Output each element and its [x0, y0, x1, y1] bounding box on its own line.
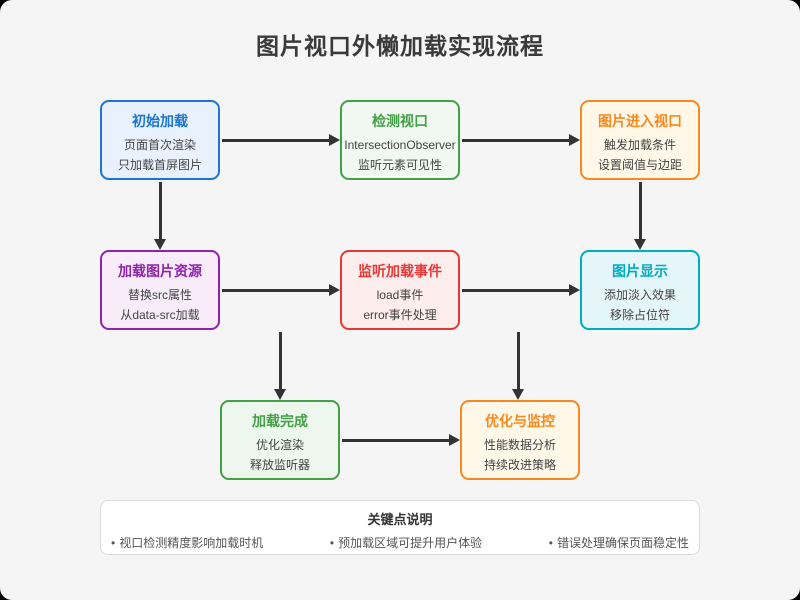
- node-line: 优化渲染: [255, 438, 304, 452]
- key-point-item: •错误处理确保页面稳定性: [549, 534, 689, 551]
- node-line: 设置阈值与边距: [597, 158, 682, 172]
- node-load-image-resource: 加载图片资源 替换src属性 从data-src加载: [100, 250, 220, 330]
- arrow-detect-to-enter: [462, 139, 569, 142]
- node-line: 添加淡入效果: [603, 288, 676, 302]
- arrow-resource-to-events: [222, 289, 329, 292]
- node-line: 从data-src加载: [120, 308, 200, 322]
- key-point-text: 错误处理确保页面稳定性: [556, 536, 689, 550]
- node-initial-load: 初始加载 页面首次渲染 只加载首屏图片: [100, 100, 220, 180]
- node-title: 加载完成: [252, 413, 308, 429]
- node-title: 检测视口: [372, 113, 428, 129]
- node-line: load事件: [376, 288, 424, 302]
- node-line: 移除占位符: [609, 308, 670, 322]
- node-title: 图片显示: [612, 263, 668, 279]
- node-line: error事件处理: [363, 308, 437, 322]
- node-detect-viewport: 检测视口 IntersectionObserver 监听元素可见性: [340, 100, 460, 180]
- node-line: IntersectionObserver: [344, 138, 456, 152]
- node-image-enter-viewport: 图片进入视口 触发加载条件 设置阈值与边距: [580, 100, 700, 180]
- key-point-item: •视口检测精度影响加载时机: [111, 534, 263, 551]
- node-line: 替换src属性: [128, 288, 192, 302]
- key-point-text: 视口检测精度影响加载时机: [119, 536, 264, 550]
- node-line: 监听元素可见性: [357, 158, 442, 172]
- bullet-icon: •: [111, 536, 116, 550]
- key-point-item: •预加载区域可提升用户体验: [330, 534, 482, 551]
- node-line: 释放监听器: [249, 458, 310, 472]
- arrow-to-optimize-monitor: [517, 332, 520, 389]
- bullet-icon: •: [329, 536, 335, 550]
- bullet-icon: •: [548, 536, 553, 550]
- arrow-initial-to-detect: [222, 139, 329, 142]
- node-line: 页面首次渲染: [123, 138, 196, 152]
- key-points-title: 关键点说明: [367, 512, 433, 527]
- arrow-enter-to-display: [639, 182, 642, 239]
- node-load-complete: 加载完成 优化渲染 释放监听器: [220, 400, 340, 480]
- arrow-complete-to-optimize: [342, 439, 449, 442]
- node-title: 初始加载: [132, 113, 188, 129]
- node-title: 加载图片资源: [118, 263, 202, 279]
- node-image-display: 图片显示 添加淡入效果 移除占位符: [580, 250, 700, 330]
- diagram-title: 图片视口外懒加载实现流程: [256, 33, 544, 59]
- node-line: 只加载首屏图片: [117, 158, 202, 172]
- node-optimize-monitor: 优化与监控 性能数据分析 持续改进策略: [460, 400, 580, 480]
- node-title: 监听加载事件: [358, 263, 442, 279]
- key-points-panel: 关键点说明 •视口检测精度影响加载时机 •预加载区域可提升用户体验 •错误处理确…: [100, 500, 700, 555]
- node-listen-load-events: 监听加载事件 load事件 error事件处理: [340, 250, 460, 330]
- node-line: 持续改进策略: [483, 458, 556, 472]
- node-line: 性能数据分析: [483, 438, 556, 452]
- node-title: 优化与监控: [485, 413, 555, 429]
- node-line: 触发加载条件: [603, 138, 676, 152]
- key-points-row: •视口检测精度影响加载时机 •预加载区域可提升用户体验 •错误处理确保页面稳定性: [111, 534, 689, 551]
- key-point-text: 预加载区域可提升用户体验: [338, 536, 483, 550]
- arrow-events-to-display: [462, 289, 569, 292]
- node-title: 图片进入视口: [598, 113, 682, 129]
- arrow-to-load-complete: [279, 332, 282, 389]
- arrow-initial-to-load-resource: [159, 182, 162, 239]
